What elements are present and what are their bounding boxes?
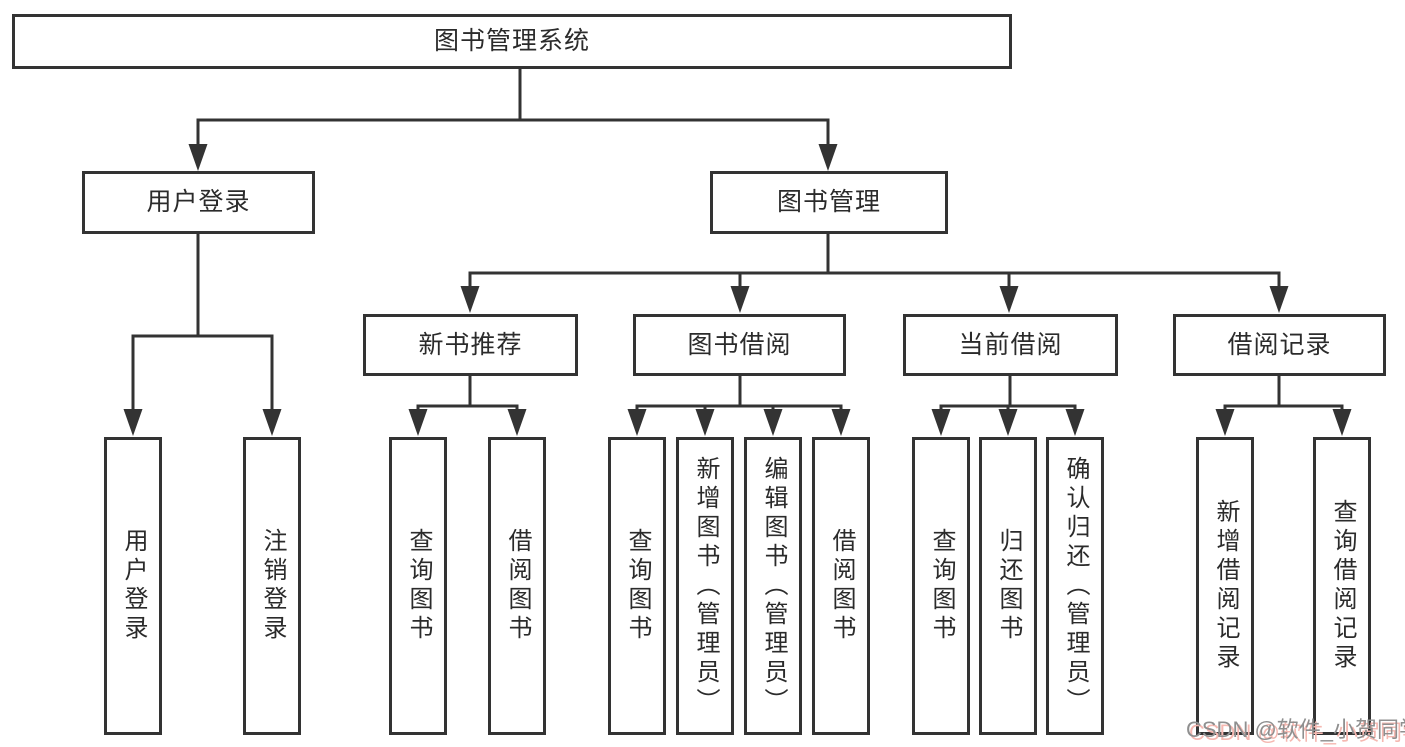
leaf-user-login: 用户登录 bbox=[104, 437, 162, 735]
leaf-label: 查询图书 bbox=[624, 528, 651, 644]
leaf-query-book-recommend: 查询图书 bbox=[389, 437, 447, 735]
leaf-label: 用户登录 bbox=[120, 528, 147, 644]
leaf-label: 新增图书（管理员） bbox=[692, 455, 719, 717]
node-book-management: 图书管理 bbox=[710, 171, 948, 234]
leaf-add-book-admin: 新增图书（管理员） bbox=[676, 437, 734, 735]
leaf-label: 借阅图书 bbox=[828, 528, 855, 644]
leaf-label: 查询借阅记录 bbox=[1329, 499, 1356, 673]
leaf-label: 归还图书 bbox=[995, 528, 1022, 644]
leaf-label: 新增借阅记录 bbox=[1212, 499, 1239, 673]
leaf-label: 查询图书 bbox=[928, 528, 955, 644]
node-new-book-recommend: 新书推荐 bbox=[363, 314, 578, 376]
leaf-query-book-current: 查询图书 bbox=[912, 437, 970, 735]
leaf-label: 查询图书 bbox=[405, 528, 432, 644]
node-root-library-system: 图书管理系统 bbox=[12, 14, 1012, 69]
leaf-add-borrow-record: 新增借阅记录 bbox=[1196, 437, 1254, 735]
node-user-login: 用户登录 bbox=[82, 171, 315, 234]
leaf-edit-book-admin: 编辑图书（管理员） bbox=[744, 437, 802, 735]
leaf-borrow-book: 借阅图书 bbox=[812, 437, 870, 735]
leaf-query-borrow-record: 查询借阅记录 bbox=[1313, 437, 1371, 735]
leaf-borrow-book-recommend: 借阅图书 bbox=[488, 437, 546, 735]
leaf-query-book-borrow: 查询图书 bbox=[608, 437, 666, 735]
csdn-watermark: CSDN @软件_小贺同学 bbox=[1186, 717, 1405, 742]
leaf-confirm-return-admin: 确认归还（管理员） bbox=[1046, 437, 1104, 735]
leaf-return-book: 归还图书 bbox=[979, 437, 1037, 735]
leaf-label: 注销登录 bbox=[259, 528, 286, 644]
node-borrow-records: 借阅记录 bbox=[1173, 314, 1386, 376]
leaf-logout: 注销登录 bbox=[243, 437, 301, 735]
node-book-borrow: 图书借阅 bbox=[633, 314, 846, 376]
leaf-label: 确认归还（管理员） bbox=[1062, 455, 1089, 717]
leaf-label: 编辑图书（管理员） bbox=[760, 455, 787, 717]
arrowhead-icons bbox=[123, 144, 1352, 436]
leaf-label: 借阅图书 bbox=[504, 528, 531, 644]
node-current-borrow: 当前借阅 bbox=[903, 314, 1118, 376]
